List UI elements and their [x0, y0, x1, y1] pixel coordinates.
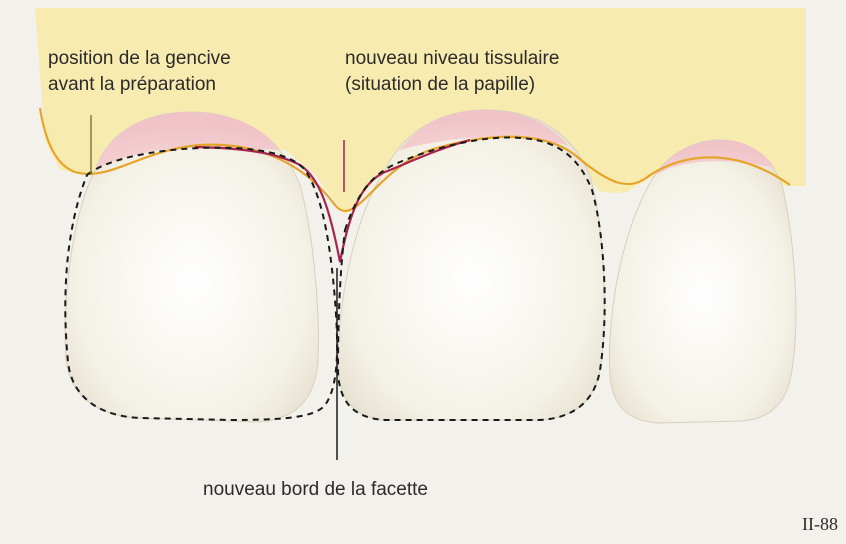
veneer-edge-label: nouveau bord de la facette — [203, 477, 428, 503]
gum-position-label-line1: position de la gencive — [48, 46, 231, 72]
tissue-level-label-line1: nouveau niveau tissulaire — [345, 46, 559, 72]
figure-number: II-88 — [802, 514, 838, 535]
gum-position-label: position de la gencive avant la préparat… — [48, 46, 231, 98]
tissue-level-label-line2: (situation de la papille) — [345, 72, 559, 98]
gum-position-label-line2: avant la préparation — [48, 72, 231, 98]
tissue-level-label: nouveau niveau tissulaire (situation de … — [345, 46, 559, 98]
